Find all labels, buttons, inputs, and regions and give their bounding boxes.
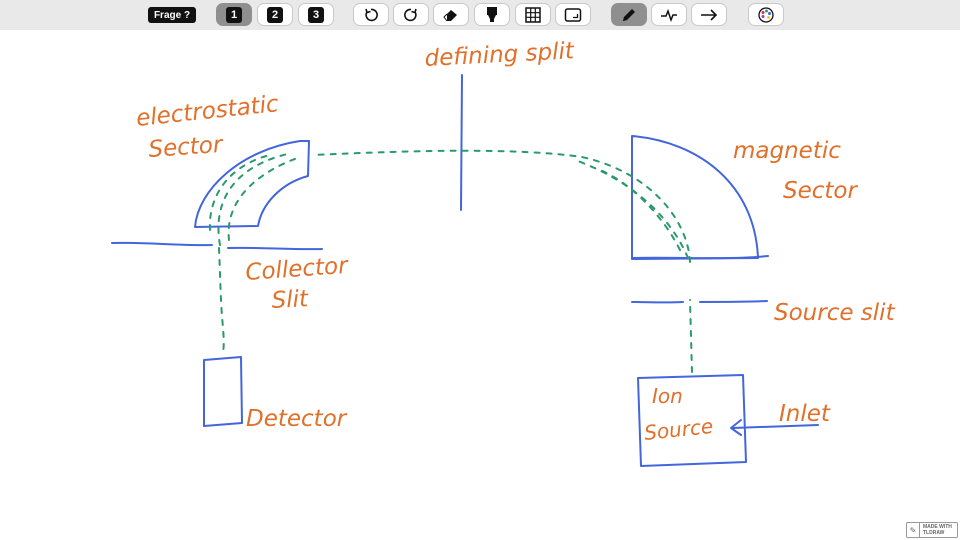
highlighter-icon (487, 6, 497, 22)
highlighter-button[interactable] (474, 3, 510, 26)
magnetic-sector (631, 135, 759, 260)
label-magnetic-sector: Sector (783, 178, 858, 204)
label-detector: Detector (246, 406, 348, 432)
toolbar: Frage ? 1 2 3 (0, 0, 960, 30)
pen-button[interactable] (611, 3, 647, 26)
label-ion: Ion (652, 384, 683, 408)
arrow-button[interactable] (691, 3, 727, 26)
label-source-slit: Source slit (774, 300, 896, 326)
collector-slit-left (111, 241, 213, 247)
frage-button[interactable]: Frage ? (148, 7, 196, 23)
badge-line-2: TLDRAW (923, 530, 945, 536)
badge-line-1: MADE WITH (923, 524, 952, 530)
page-2-button[interactable]: 2 (257, 3, 293, 26)
label-defining-slit: defining split (424, 38, 576, 72)
defining-slit-line (460, 74, 463, 211)
page-2-label: 2 (267, 6, 283, 23)
frame-button[interactable] (555, 3, 591, 26)
page-1-button[interactable]: 1 (216, 3, 252, 26)
label-ion-source: Source (643, 414, 714, 445)
detector-box (203, 356, 243, 427)
electrostatic-sector (194, 140, 310, 228)
grid-icon (525, 6, 541, 23)
ion-beam-path (208, 149, 693, 373)
page-3-label: 3 (308, 6, 324, 23)
magnetic-base-line (631, 255, 769, 260)
line-button[interactable] (651, 3, 687, 26)
label-electrostatic-sector: Sector (148, 132, 225, 163)
eraser-button[interactable] (433, 3, 469, 26)
page-1-label: 1 (226, 6, 242, 23)
tldraw-logo-icon: ✎ (907, 523, 920, 537)
inlet-arrow-line (732, 424, 819, 429)
undo-button[interactable] (353, 3, 389, 26)
made-with-tldraw-badge[interactable]: ✎ MADE WITH TLDRAW (906, 522, 958, 538)
arrow-icon (701, 8, 718, 21)
pen-icon (623, 8, 635, 21)
grid-button[interactable] (515, 3, 551, 26)
drawing-canvas[interactable]: defining split electrostatic Sector magn… (0, 30, 960, 540)
inlet-arrow-head (730, 419, 742, 436)
label-collector-slit: Slit (271, 286, 310, 314)
eraser-icon (443, 9, 457, 21)
source-slit-right (699, 300, 768, 303)
line-icon (661, 8, 677, 22)
label-electrostatic: electrostatic (135, 91, 280, 132)
undo-icon (365, 8, 378, 21)
ion-source-box (637, 374, 747, 467)
color-palette-button[interactable] (748, 3, 784, 26)
redo-icon (404, 8, 417, 21)
label-collector: Collector (245, 253, 350, 286)
redo-button[interactable] (393, 3, 429, 26)
labels: defining split electrostatic Sector magn… (135, 38, 896, 445)
collector-slit-right (227, 246, 323, 251)
page-3-button[interactable]: 3 (298, 3, 334, 26)
label-inlet: Inlet (779, 401, 831, 427)
frame-icon (564, 7, 582, 22)
color-palette-icon (758, 6, 774, 23)
label-magnetic: magnetic (733, 138, 841, 164)
blue-strokes (111, 74, 819, 467)
